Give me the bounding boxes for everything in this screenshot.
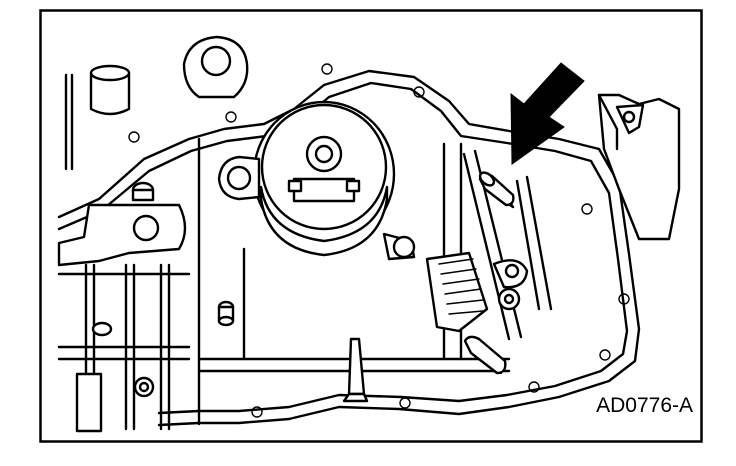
valve-bosses (492, 259, 529, 311)
right-upper-bracket (597, 93, 681, 241)
bottom-fin (342, 337, 369, 403)
figure-id-label: AD0776-A (596, 394, 693, 417)
left-top-rods (64, 73, 74, 171)
gear-segment (425, 251, 489, 333)
lower-left-rods (57, 263, 191, 433)
transmission-case-illustration (39, 9, 703, 443)
pump-housing (252, 100, 396, 257)
left-bracket (57, 181, 187, 267)
target-pin (478, 171, 515, 209)
pump-lug (217, 155, 261, 201)
gasket-bolt-holes (128, 63, 630, 418)
case-gasket-outline (57, 35, 641, 427)
figure-frame (39, 9, 703, 443)
lower-pin (463, 335, 507, 375)
figure-border (39, 9, 703, 443)
upper-left-cylinder (89, 64, 131, 116)
studs (217, 232, 416, 327)
arrow-icon (510, 62, 585, 165)
